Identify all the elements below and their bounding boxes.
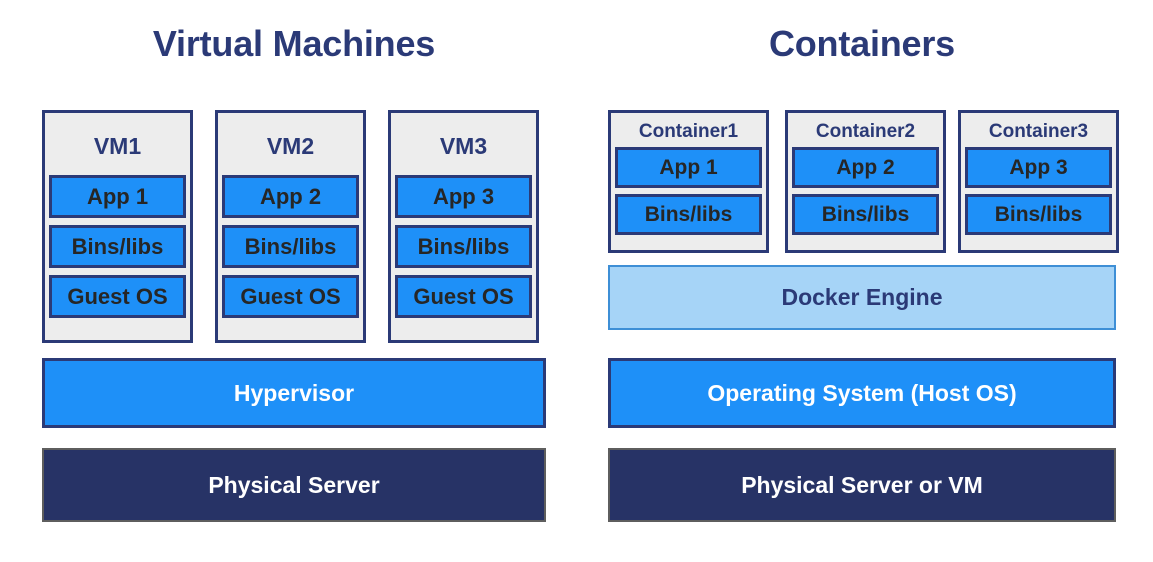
physical-server-layer: Physical Server: [42, 448, 546, 522]
vm-card-3-row-guestos: Guest OS: [395, 275, 532, 318]
container-card-1-row-bins: Bins/libs: [615, 194, 762, 235]
containers-title: Containers: [768, 23, 956, 64]
vm-card-1-title: VM1: [93, 133, 142, 159]
container-card-3: Container3 App 3 Bins/libs: [958, 110, 1119, 253]
container-card-2-row-app: App 2: [792, 147, 939, 188]
host-os-layer: Operating System (Host OS): [608, 358, 1116, 428]
vm-card-1: VM1 App 1 Bins/libs Guest OS: [42, 110, 193, 343]
vm-card-3: VM3 App 3 Bins/libs Guest OS: [388, 110, 539, 343]
container-card-1: Container1 App 1 Bins/libs: [608, 110, 769, 253]
container-card-2-title: Container2: [815, 121, 916, 142]
vm-card-1-row-bins: Bins/libs: [49, 225, 186, 268]
vm-card-2-row-guestos: Guest OS: [222, 275, 359, 318]
docker-engine-layer: Docker Engine: [608, 265, 1116, 330]
vm-card-1-row-guestos: Guest OS: [49, 275, 186, 318]
hypervisor-layer: Hypervisor: [42, 358, 546, 428]
container-card-3-title: Container3: [988, 121, 1089, 142]
container-card-1-title: Container1: [638, 121, 739, 142]
container-card-3-row-app: App 3: [965, 147, 1112, 188]
vm-card-2-row-app: App 2: [222, 175, 359, 218]
container-card-1-row-app: App 1: [615, 147, 762, 188]
vm-card-3-title: VM3: [439, 133, 488, 159]
virtual-machines-title: Virtual Machines: [152, 23, 436, 64]
vm-card-3-row-app: App 3: [395, 175, 532, 218]
vm-card-1-row-app: App 1: [49, 175, 186, 218]
vm-card-2-title: VM2: [266, 133, 315, 159]
vm-card-3-row-bins: Bins/libs: [395, 225, 532, 268]
vm-card-2: VM2 App 2 Bins/libs Guest OS: [215, 110, 366, 343]
container-card-2-row-bins: Bins/libs: [792, 194, 939, 235]
vm-card-2-row-bins: Bins/libs: [222, 225, 359, 268]
container-card-3-row-bins: Bins/libs: [965, 194, 1112, 235]
container-card-2: Container2 App 2 Bins/libs: [785, 110, 946, 253]
physical-server-or-vm-layer: Physical Server or VM: [608, 448, 1116, 522]
